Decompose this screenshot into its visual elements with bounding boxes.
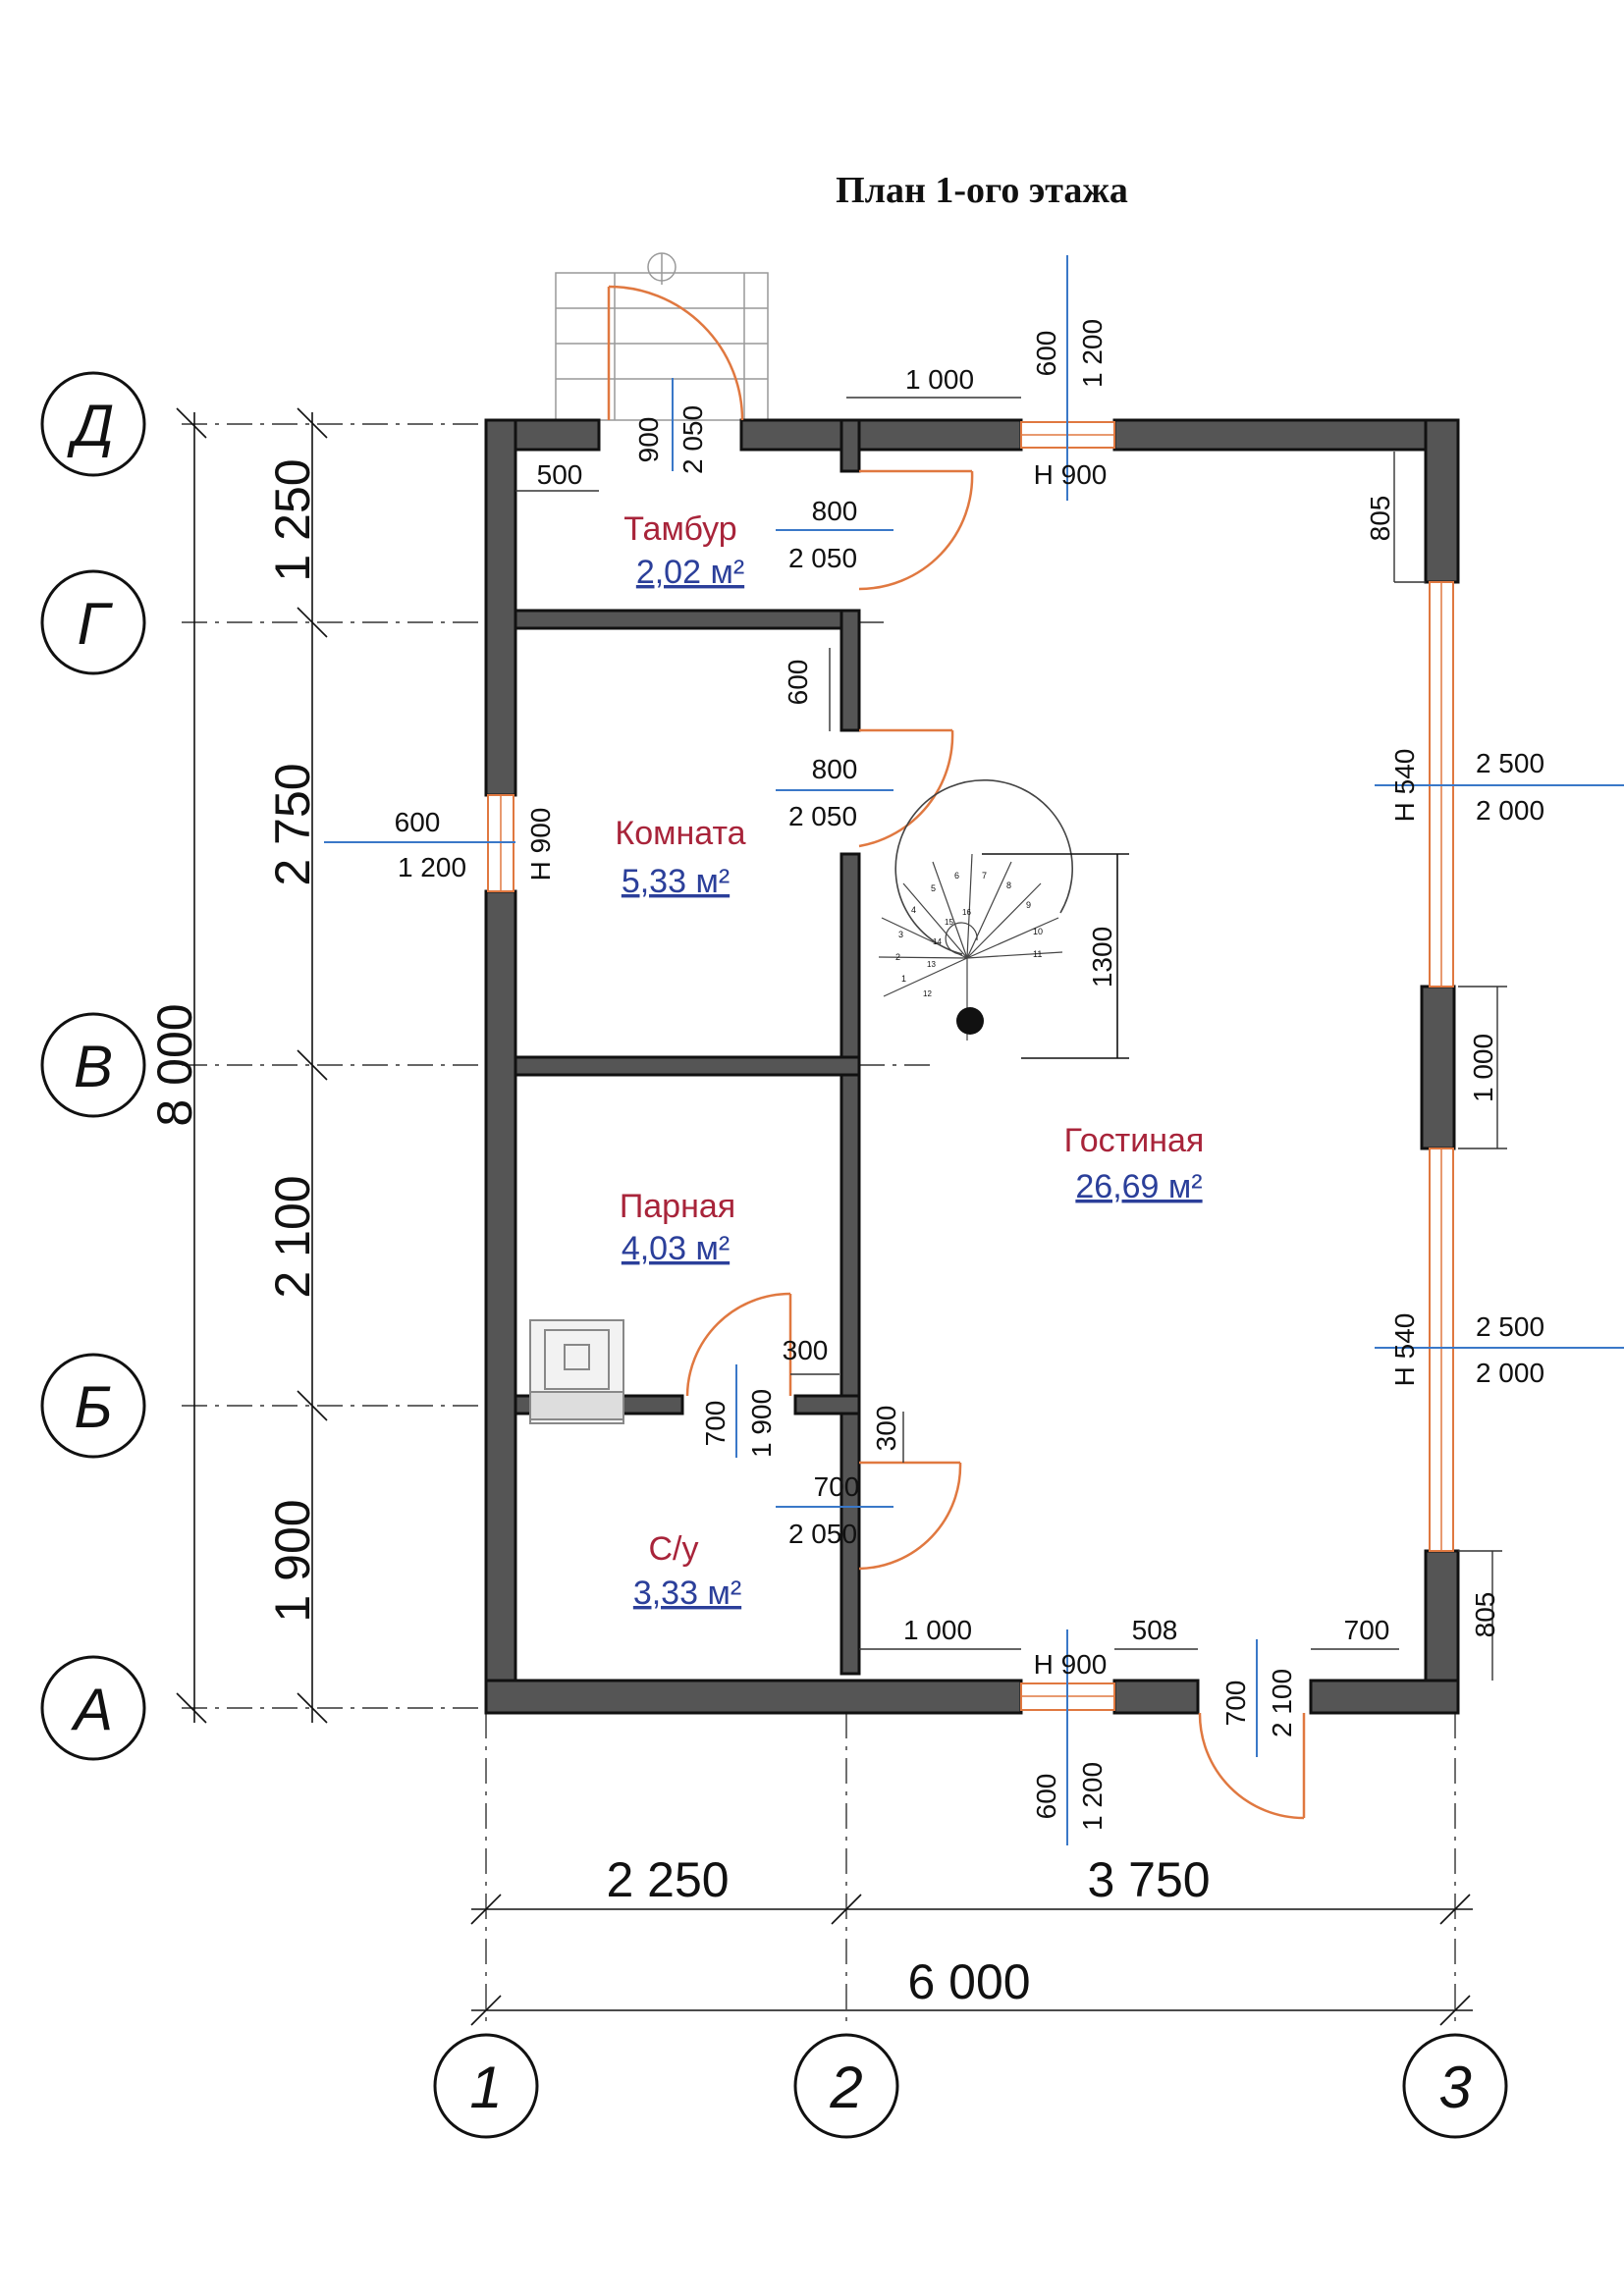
dim-entrance-door-h: 2 050 <box>677 405 708 474</box>
dim-bottom-window-sill: Н 900 <box>1034 1649 1108 1680</box>
dim-col-2: 3 750 <box>1087 1852 1210 1907</box>
stair-step-3: 3 <box>898 930 903 939</box>
room-gostinaya-name: Гостиная <box>1064 1122 1205 1159</box>
dim-komnata-door-h: 2 050 <box>788 801 857 831</box>
axis-label-2: 2 <box>829 2055 862 2120</box>
spiral-staircase: 1 2 3 4 5 6 7 8 9 10 11 12 13 14 15 16 <box>878 778 1129 1059</box>
dim-right-window2-w: 2 500 <box>1476 1311 1544 1342</box>
stair-step-1: 1 <box>901 974 906 984</box>
room-gostinaya-area: 26,69 м² <box>1075 1168 1202 1205</box>
room-parnaya-area: 4,03 м² <box>622 1230 730 1267</box>
room-su-area: 3,33 м² <box>633 1575 741 1612</box>
opening-markers <box>324 255 1624 1845</box>
exterior-walls <box>484 418 1460 1715</box>
dim-su-door-h: 2 050 <box>788 1519 857 1549</box>
stair-step-7: 7 <box>982 871 987 881</box>
axis-label-1: 1 <box>469 2055 502 2120</box>
dim-left-window-h: 1 200 <box>398 852 466 882</box>
dim-parnaya-300: 300 <box>783 1335 829 1365</box>
dim-bottom-1000: 1 000 <box>903 1615 972 1645</box>
stair-step-4: 4 <box>911 905 916 915</box>
bottom-dimensions <box>470 1894 1473 2026</box>
dim-row-2: 2 750 <box>265 763 320 885</box>
stair-step-13: 13 <box>927 960 936 969</box>
dim-row-4: 1 900 <box>265 1499 320 1622</box>
sauna-stove-icon <box>529 1319 624 1424</box>
doors <box>607 285 1306 1820</box>
dim-row-1: 1 250 <box>265 458 320 581</box>
dim-row-3: 2 100 <box>265 1175 320 1298</box>
dim-right-window2-h: 2 000 <box>1476 1358 1544 1388</box>
dim-total-width: 6 000 <box>907 1954 1030 2009</box>
dim-col-1: 2 250 <box>606 1852 729 1907</box>
axis-label-3: 3 <box>1438 2055 1471 2120</box>
dim-right-pier-1000: 1 000 <box>1468 1034 1498 1102</box>
dim-bottom-window-w: 600 <box>1031 1774 1061 1820</box>
stair-step-10: 10 <box>1033 927 1043 936</box>
stair-step-14: 14 <box>933 937 942 946</box>
stair-step-12: 12 <box>923 989 932 998</box>
dim-top-wall-1000: 1 000 <box>905 364 974 395</box>
col-axis-bubbles <box>433 2033 1508 2139</box>
dim-su-300: 300 <box>871 1406 901 1452</box>
room-tambur-name: Тамбур <box>623 510 736 548</box>
dim-top-window-sill: Н 900 <box>1034 459 1108 490</box>
dim-parnaya-door-h: 1 900 <box>746 1389 777 1458</box>
dim-top-right-805: 805 <box>1365 496 1395 542</box>
stair-step-8: 8 <box>1006 881 1011 890</box>
dim-komnata-door-w: 800 <box>812 754 858 784</box>
dim-entrance-door-w: 900 <box>633 417 664 463</box>
stair-step-6: 6 <box>954 871 959 881</box>
dim-right-window1-sill: Н 540 <box>1389 749 1420 823</box>
porch-steps <box>555 252 769 421</box>
dim-right-window1-w: 2 500 <box>1476 748 1544 778</box>
dim-right-window2-sill: Н 540 <box>1389 1313 1420 1387</box>
stair-step-2: 2 <box>895 952 900 962</box>
stair-step-5: 5 <box>931 883 936 893</box>
axis-label-b: Б <box>74 1374 112 1440</box>
dim-parnaya-door-w: 700 <box>700 1401 731 1447</box>
dim-bottom-door-h: 2 100 <box>1267 1669 1297 1737</box>
dim-total-height: 8 000 <box>147 1003 202 1126</box>
room-parnaya-name: Парная <box>620 1188 735 1225</box>
dim-top-offset-500: 500 <box>537 459 583 490</box>
dim-right-window1-h: 2 000 <box>1476 795 1544 826</box>
stair-step-15: 15 <box>945 918 953 927</box>
left-dimensions <box>176 407 328 1724</box>
row-axis-bubbles <box>40 371 146 1761</box>
room-su-name: С/у <box>649 1530 699 1568</box>
dim-left-window-sill: Н 900 <box>525 808 556 881</box>
dim-top-window-w: 600 <box>1031 331 1061 377</box>
dim-bottom-right-805: 805 <box>1470 1592 1500 1638</box>
dim-bottom-508: 508 <box>1132 1615 1178 1645</box>
stair-step-9: 9 <box>1026 900 1031 910</box>
room-komnata-area: 5,33 м² <box>622 863 730 900</box>
dim-su-door-w: 700 <box>814 1471 860 1502</box>
axis-label-v: В <box>74 1034 113 1099</box>
axis-label-g: Г <box>78 591 114 657</box>
room-tambur-area: 2,02 м² <box>636 554 744 591</box>
interior-walls <box>514 418 861 1676</box>
dim-komnata-wall-600: 600 <box>783 660 813 706</box>
room-komnata-name: Комната <box>615 815 745 852</box>
stair-step-11: 11 <box>1033 949 1042 959</box>
axis-label-a: А <box>71 1677 113 1742</box>
thin-dimension-lines <box>515 397 1507 1681</box>
dim-stair-1300: 1300 <box>1087 927 1117 988</box>
page-title: План 1-ого этажа <box>836 170 1128 211</box>
dim-top-window-h: 1 200 <box>1077 319 1108 388</box>
col-axis-lines <box>485 1713 1456 2022</box>
dim-tambur-door-h: 2 050 <box>788 543 857 573</box>
axis-label-d: Д <box>67 393 114 458</box>
dim-left-window-w: 600 <box>395 807 441 837</box>
stair-step-16: 16 <box>962 908 971 917</box>
dim-bottom-door-w: 700 <box>1220 1681 1251 1727</box>
dim-tambur-door-w: 800 <box>812 496 858 526</box>
dim-bottom-700: 700 <box>1344 1615 1390 1645</box>
dim-bottom-window-h: 1 200 <box>1077 1762 1108 1831</box>
